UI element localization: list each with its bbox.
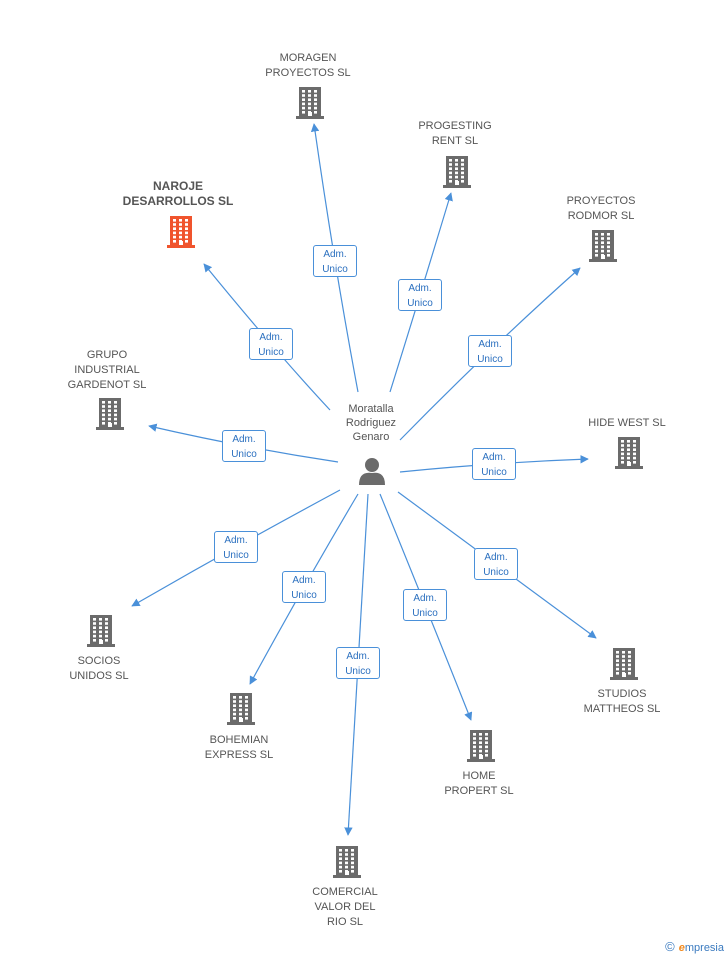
person-icon[interactable] [359, 458, 385, 485]
person-name[interactable]: Moratalla Rodriguez Genaro [345, 403, 397, 443]
company-name-rodmor[interactable]: PROYECTOS RODMOR SL [566, 195, 636, 222]
company-name-hidewest[interactable]: HIDE WEST SL [588, 417, 666, 429]
company-name-bohemian[interactable]: BOHEMIAN EXPRESS SL [204, 734, 274, 761]
copyright-icon: © [665, 939, 675, 954]
role-label: Adm. Unico [222, 430, 266, 462]
building-icon[interactable] [443, 156, 471, 188]
company-name-socios[interactable]: SOCIOS UNIDOS SL [69, 655, 129, 682]
company-name-gardenot[interactable]: GRUPO INDUSTRIAL GARDENOT SL [67, 349, 147, 391]
building-icon[interactable] [96, 398, 124, 430]
role-label: Adm. Unico [398, 279, 442, 311]
company-name-naroje[interactable]: NAROJE DESARROLLOS SL [122, 179, 234, 208]
building-icon[interactable] [296, 87, 324, 119]
role-label: Adm. Unico [214, 531, 258, 563]
brand-logo-letter: e [678, 942, 685, 954]
role-label: Adm. Unico [468, 335, 512, 367]
building-icon[interactable] [227, 693, 255, 725]
building-icon[interactable] [589, 230, 617, 262]
role-label: Adm. Unico [282, 571, 326, 603]
building-icon[interactable] [615, 437, 643, 469]
building-icon[interactable] [167, 216, 195, 248]
role-label: Adm. Unico [313, 245, 357, 277]
role-label: Adm. Unico [249, 328, 293, 360]
company-name-studios[interactable]: STUDIOS MATTHEOS SL [583, 688, 661, 715]
role-label: Adm. Unico [403, 589, 447, 621]
building-icon[interactable] [610, 648, 638, 680]
role-label: Adm. Unico [474, 548, 518, 580]
company-name-moragen[interactable]: MORAGEN PROYECTOS SL [265, 52, 351, 79]
building-icon[interactable] [467, 730, 495, 762]
company-name-comercial[interactable]: COMERCIAL VALOR DEL RIO SL [312, 886, 378, 928]
brand-name: mpresia [684, 942, 724, 954]
role-label: Adm. Unico [336, 647, 380, 679]
company-name-progesting[interactable]: PROGESTING RENT SL [418, 120, 492, 147]
building-icon[interactable] [87, 615, 115, 647]
company-name-home[interactable]: HOME PROPERT SL [444, 770, 514, 797]
role-label: Adm. Unico [472, 448, 516, 480]
brand-footer[interactable]: ©empresia [665, 939, 724, 954]
building-icon[interactable] [333, 846, 361, 878]
